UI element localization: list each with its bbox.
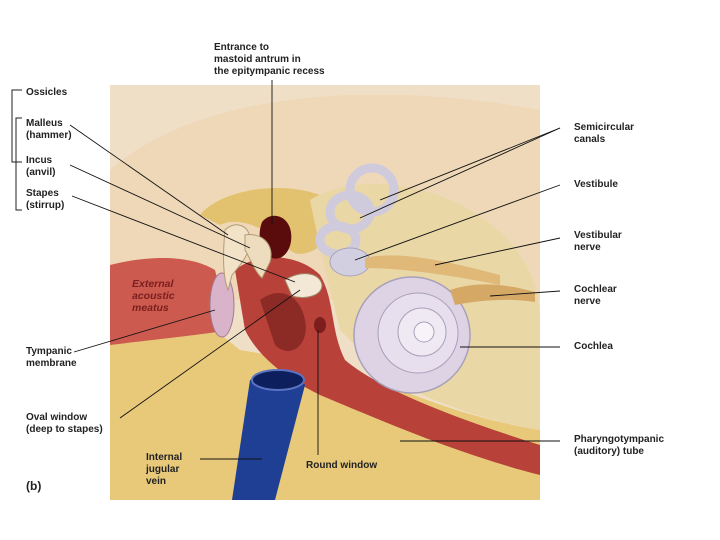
round-window bbox=[314, 317, 326, 333]
label-internal-jugular-vein: Internal jugular vein bbox=[146, 452, 183, 487]
label-ossicles: Ossicles bbox=[26, 87, 68, 98]
label-mastoid-antrum: Entrance to mastoid antrum in the epitym… bbox=[214, 42, 325, 77]
vestibular-nerve bbox=[365, 255, 500, 285]
label-stapes: Stapes (stirrup) bbox=[26, 188, 65, 211]
tympanic-cavity bbox=[235, 257, 540, 475]
semicircular-canals bbox=[315, 163, 399, 259]
temporal-bone bbox=[110, 320, 540, 500]
ossicles-bracket bbox=[11, 89, 22, 163]
label-round-window: Round window bbox=[306, 460, 378, 471]
label-oval-window: Oval window (deep to stapes) bbox=[26, 412, 103, 435]
label-external-acoustic-meatus: External acoustic meatus bbox=[132, 278, 175, 314]
label-vestibular-nerve: Vestibular nerve bbox=[574, 230, 622, 253]
cochlear-nerve bbox=[450, 284, 535, 305]
jugular-vein-opening bbox=[251, 369, 305, 391]
incus bbox=[244, 234, 272, 279]
label-cochlea: Cochlea bbox=[574, 341, 613, 352]
vestibule bbox=[329, 247, 371, 277]
label-malleus: Malleus (hammer) bbox=[26, 118, 72, 141]
leader-lines bbox=[69, 80, 561, 460]
label-semicircular-canals: Semicircular canals bbox=[574, 122, 635, 145]
cavity-shadow bbox=[260, 292, 306, 351]
label-vestibule: Vestibule bbox=[574, 179, 618, 190]
external-acoustic-meatus bbox=[110, 258, 230, 345]
label-incus: Incus (anvil) bbox=[26, 155, 56, 178]
label-pharyngotympanic-tube: Pharyngotympanic (auditory) tube bbox=[574, 434, 665, 457]
cochlea bbox=[353, 276, 471, 394]
figure-label: (b) bbox=[26, 479, 42, 493]
label-tympanic-membrane: Tympanic membrane bbox=[26, 346, 77, 369]
stapes-bracket bbox=[15, 117, 22, 211]
label-cochlear-nerve: Cochlear nerve bbox=[574, 284, 617, 307]
stapes bbox=[284, 273, 323, 299]
internal-jugular-vein bbox=[232, 373, 305, 500]
